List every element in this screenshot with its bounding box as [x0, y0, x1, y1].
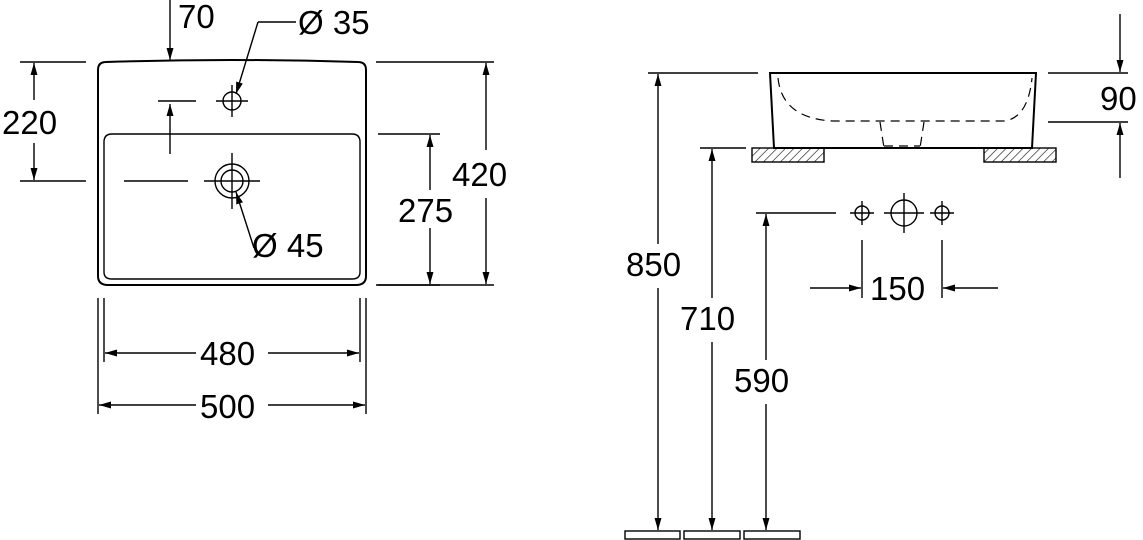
floor-plate-3 [743, 530, 801, 540]
dim-total-height-label: 420 [452, 156, 507, 193]
floor-plate-2 [683, 530, 741, 540]
side-view: 90 850 710 590 [624, 14, 1137, 540]
waste-hole [204, 153, 260, 209]
tap-connection-left [850, 201, 874, 225]
basin-bowl-outline [103, 133, 361, 280]
dim-total-width-label: 500 [200, 388, 255, 425]
dim-tap-hole-label: Ø 35 [298, 4, 370, 41]
dim-tap-height-label: 220 [2, 104, 57, 141]
dim-tap-spacing-label: 150 [870, 270, 925, 307]
countertop-left [751, 147, 825, 163]
dim-waste-hole-label: Ø 45 [252, 227, 324, 264]
basin-side-outline [768, 72, 1038, 149]
top-view: 70 Ø 35 220 Ø 45 275 420 [2, 0, 507, 425]
tap-connection-center [884, 193, 924, 233]
dim-inner-width-label: 480 [200, 335, 255, 372]
tap-hole [216, 85, 248, 117]
dim-floor-to-base-label: 710 [680, 300, 735, 337]
tap-connection-right [930, 201, 954, 225]
basin-outline [97, 59, 367, 286]
dim-tap-offset-label: 70 [178, 0, 215, 35]
dim-floor-to-rim-label: 850 [626, 246, 681, 283]
dim-floor-to-tap-label: 590 [734, 362, 789, 399]
dim-inner-height-label: 275 [398, 192, 453, 229]
countertop-right [983, 147, 1057, 163]
dim-45-leader [235, 191, 255, 249]
floor-plate-1 [624, 530, 681, 540]
dim-basin-height-label: 90 [1100, 80, 1137, 117]
